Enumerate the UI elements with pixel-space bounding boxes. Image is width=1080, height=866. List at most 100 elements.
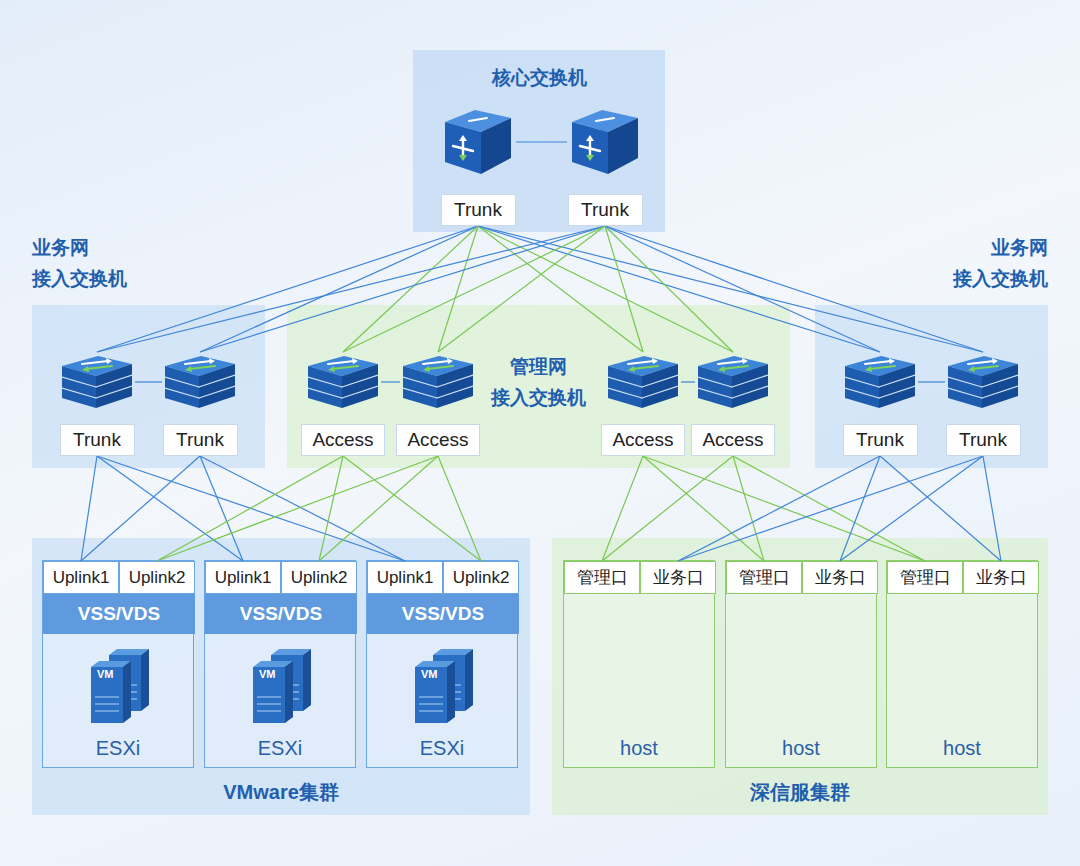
port-mode-label: Trunk [441, 194, 516, 226]
uplink-line [678, 456, 880, 561]
uplink-line [605, 226, 983, 352]
arrow-head [328, 366, 335, 372]
uplink-line [478, 226, 983, 352]
stack-link [135, 381, 162, 382]
switch-node: Access [695, 352, 771, 456]
layer-line [948, 388, 982, 398]
layer-line [96, 375, 132, 387]
switch-side [982, 364, 1018, 408]
port-mode-label: Access [601, 424, 684, 456]
stack-link [516, 141, 567, 142]
arrow-head [586, 135, 594, 141]
layer-line [732, 375, 768, 387]
uplink-line [81, 456, 97, 561]
server-back-side [465, 649, 473, 711]
switch-node: Trunk [842, 352, 918, 456]
server-front-side [447, 661, 455, 723]
layer-line [199, 386, 235, 398]
server-front-vent [419, 696, 443, 697]
uplink-line [97, 226, 605, 352]
uplink-line [643, 456, 764, 561]
layer-line [982, 386, 1018, 398]
arrow-mark [632, 366, 658, 369]
uplink-line [200, 456, 243, 561]
arrow-head [889, 358, 895, 364]
switch-node: Access [605, 352, 681, 456]
uplink-line [605, 226, 733, 352]
port-label: Uplink2 [453, 568, 510, 588]
uplink-line [438, 226, 605, 352]
port-mode-label: Trunk [946, 424, 1021, 456]
arrow-head [185, 366, 192, 372]
server-front-vent [419, 703, 443, 704]
host-box: 管理口业务口host [725, 560, 877, 768]
layer-line [403, 377, 437, 387]
arrow-mark [596, 118, 614, 121]
arrow-mark [82, 361, 108, 364]
stack-link [381, 381, 400, 382]
port-mode-label: Trunk [843, 424, 918, 456]
arrow-head [742, 358, 748, 364]
layer-line [342, 375, 378, 387]
switch-node: Trunk [59, 352, 135, 456]
uplink-line [602, 456, 643, 561]
uplink-line [200, 456, 405, 561]
uplink-line [983, 456, 1001, 561]
server-front-vent [257, 710, 281, 711]
access-switch-icon [165, 352, 235, 410]
port-cell: Uplink1 [367, 561, 443, 594]
arrow-head [209, 358, 215, 364]
uplink-line [200, 226, 478, 352]
uplink-line [478, 226, 880, 352]
port-label: Uplink2 [129, 568, 186, 588]
arrow-mark [332, 366, 358, 369]
uplink-line [97, 226, 478, 352]
vm-label: VM [259, 668, 276, 680]
port-cell: Uplink1 [205, 561, 281, 594]
arrow-mark [189, 366, 215, 369]
server-front-side [123, 661, 131, 723]
port-cell: 管理口 [887, 561, 963, 594]
port-label: Uplink1 [53, 568, 110, 588]
arrow-mark [86, 366, 112, 369]
arrow-mark [972, 366, 998, 369]
network-zone: TrunkTrunk核心交换机 [413, 50, 665, 232]
arrow-mark [968, 361, 994, 364]
access-switch-icon [845, 352, 915, 410]
arrow-mark [427, 366, 453, 369]
layer-line [62, 388, 96, 398]
port-mode-label: Trunk [568, 194, 643, 226]
switch-node: Access [400, 352, 476, 456]
uplink-line [733, 456, 764, 561]
access-switch-icon [308, 352, 378, 410]
arrow-mark [423, 361, 449, 364]
layer-line [845, 377, 879, 387]
cube-front [572, 122, 608, 174]
arrow-head [718, 366, 725, 372]
arrow-mark [865, 361, 891, 364]
vm-icon [247, 647, 317, 725]
uplink-line [97, 456, 243, 561]
host-label: ESXi [96, 737, 140, 760]
uplink-line [157, 456, 438, 561]
uplink-line [478, 226, 643, 352]
arrow-mark [328, 361, 354, 364]
uplink-line [343, 226, 605, 352]
arrow-head [459, 135, 467, 141]
host-label: ESXi [258, 737, 302, 760]
stack-link [918, 381, 945, 382]
layer-line [732, 386, 768, 398]
access-switch-icon [698, 352, 768, 410]
switch-node: Trunk [440, 104, 516, 226]
port-mode-label: Access [691, 424, 774, 456]
server-front-side [285, 661, 293, 723]
uplink-line [478, 226, 733, 352]
arrow-head [447, 358, 453, 364]
arrow-mark [185, 361, 211, 364]
host-label: host [620, 737, 658, 760]
port-cell: Uplink2 [281, 561, 357, 594]
arrow-head [106, 358, 112, 364]
port-label: Uplink2 [291, 568, 348, 588]
switch-side [96, 364, 132, 408]
core-switch-icon [570, 106, 640, 176]
